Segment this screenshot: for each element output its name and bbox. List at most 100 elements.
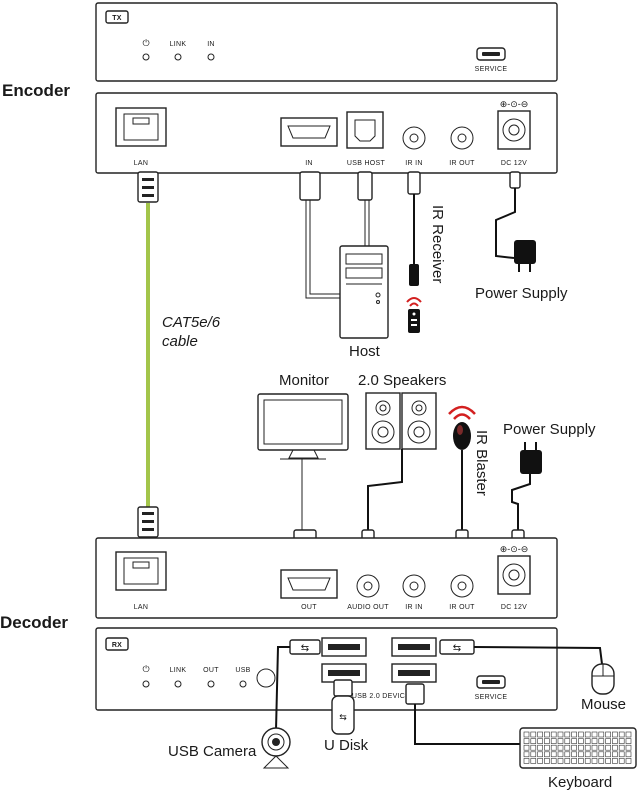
keyboard-key — [578, 738, 584, 744]
in-led — [207, 53, 215, 61]
keyboard-key — [523, 751, 530, 758]
keyboard-key — [530, 744, 537, 751]
usb-b-port — [346, 111, 384, 149]
keyboard-key — [605, 751, 611, 758]
keyboard-key — [550, 744, 557, 751]
keyboard-key — [618, 751, 625, 758]
ir-blaster-icon — [453, 422, 471, 450]
svg-text:⇆: ⇆ — [339, 712, 347, 722]
usb-host-label: USB HOST — [347, 160, 386, 167]
keyboard-key — [523, 744, 530, 751]
keyboard-key — [544, 758, 550, 764]
keyboard-key — [625, 744, 632, 751]
ir-in-jack — [402, 126, 426, 150]
keyboard-key — [557, 738, 564, 744]
keyboard-key — [578, 744, 584, 751]
keyboard-key — [537, 758, 543, 764]
speaker-icon — [365, 392, 437, 450]
keyboard-key — [530, 731, 537, 738]
svg-text:⊕-⊙-⊖: ⊕-⊙-⊖ — [500, 99, 529, 109]
keyboard-key — [618, 738, 625, 744]
keyboard-key — [544, 738, 550, 744]
keyboard-key — [537, 751, 543, 758]
dec-audio-out-label: AUDIO OUT — [347, 604, 389, 611]
keyboard-key — [530, 758, 537, 764]
host-computer-icon — [339, 245, 389, 339]
keyboard-key — [625, 751, 632, 758]
keyboard-key — [550, 758, 557, 764]
power-supply-bottom — [511, 442, 542, 532]
hdmi-icon — [280, 117, 338, 147]
keyboard-key — [605, 738, 611, 744]
keyboard-key — [523, 731, 530, 738]
keyboard-key — [612, 758, 618, 764]
keyboard-key — [625, 758, 632, 764]
led-label-link: LINK — [170, 41, 187, 48]
ir-wave-icon — [448, 405, 476, 420]
power-supply-top-label: Power Supply — [475, 285, 568, 302]
in-label: IN — [305, 160, 313, 167]
u-disk-label: U Disk — [324, 737, 369, 754]
host-label: Host — [349, 343, 381, 360]
tx-badge-label: TX — [112, 15, 122, 22]
keyboard-key — [537, 738, 543, 744]
rx-service-label: SERVICE — [475, 694, 508, 701]
keyboard-key — [591, 738, 598, 744]
keyboard-key — [591, 758, 598, 764]
keyboard-key — [584, 731, 591, 738]
power-led — [142, 53, 150, 61]
keyboard-key — [618, 744, 625, 751]
keyboard-key — [605, 758, 611, 764]
power-icon: ⏻ — [142, 38, 149, 48]
keyboard-key — [584, 758, 591, 764]
keyboard-key — [557, 758, 564, 764]
usb-icon: ⇆ ⇆ — [275, 639, 603, 745]
keyboard-key — [523, 738, 530, 744]
service-label: SERVICE — [475, 66, 508, 73]
link-led — [174, 53, 182, 61]
keyboard-key — [612, 731, 618, 738]
decoder-rear-panel: LAN OUT AUDIO OUT IR IN IR OUT ⊕-⊙-⊖ DC … — [95, 537, 558, 619]
keyboard-key — [584, 738, 591, 744]
led-label-in: IN — [207, 41, 215, 48]
rx-led-out: OUT — [203, 667, 219, 674]
keyboard-key — [550, 731, 557, 738]
keyboard-key — [550, 751, 557, 758]
keyboard-key — [612, 744, 618, 751]
keyboard-key — [618, 758, 625, 764]
cat-cable — [137, 171, 159, 538]
keyboard-label: Keyboard — [548, 774, 612, 791]
keyboard-key — [584, 744, 591, 751]
usb-camera-label: USB Camera — [168, 743, 257, 760]
keyboard-key — [564, 738, 571, 744]
lan-label: LAN — [134, 160, 149, 167]
dec-ir-out-label: IR OUT — [449, 604, 475, 611]
monitor-icon — [257, 393, 349, 460]
keyboard-key — [523, 758, 530, 764]
ir-out-label: IR OUT — [449, 160, 475, 167]
keyboard-key — [584, 751, 591, 758]
keyboard-key — [605, 744, 611, 751]
rx-button — [256, 668, 276, 688]
tx-badge — [105, 10, 129, 24]
keyboard-key — [598, 751, 605, 758]
keyboard-key — [564, 744, 571, 751]
keyboard-key — [625, 731, 632, 738]
keyboard-key — [571, 744, 577, 751]
keyboard-key — [557, 751, 564, 758]
keyboard-key — [544, 744, 550, 751]
encoder-title: Encoder — [2, 81, 70, 100]
keyboard-key — [591, 744, 598, 751]
decoder-title: Decoder — [0, 613, 68, 632]
keyboard-key — [618, 731, 625, 738]
keyboard-key — [625, 738, 632, 744]
keyboard-key — [550, 738, 557, 744]
encoder-rear-panel: LAN IN USB HOST IR IN IR OUT ⊕-⊙-⊖ DC 12… — [95, 92, 558, 174]
speakers-label: 2.0 Speakers — [358, 372, 446, 389]
keyboard-key — [578, 751, 584, 758]
remote-control-icon — [406, 297, 422, 333]
power-supply-top — [495, 171, 536, 272]
rx-front-panel: RX ⏻ LINK OUT USB USB 2.0 DEVICE SERVICE — [95, 627, 558, 711]
keyboard-key — [564, 751, 571, 758]
keyboard-key — [530, 751, 537, 758]
